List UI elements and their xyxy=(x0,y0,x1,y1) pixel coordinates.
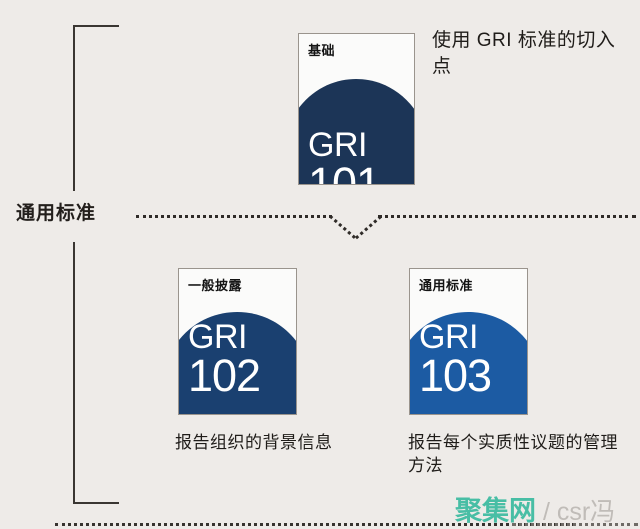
gri-card-102-code-number: 102 xyxy=(188,349,261,401)
gri-card-103[interactable]: 通用标准 GRI 103 xyxy=(409,268,528,415)
watermark: 聚集网 / csr冯 xyxy=(455,489,615,528)
gri-card-103-wave-shape xyxy=(410,312,527,414)
gri-card-103-code-prefix: GRI xyxy=(419,318,478,356)
gri-card-102-tag: 一般披露 xyxy=(188,278,243,293)
gri-card-101-code-prefix: GRI xyxy=(308,126,367,164)
gri-card-102-code-prefix: GRI xyxy=(188,318,247,356)
gri-card-102-wave-shape xyxy=(179,312,296,414)
gri-card-103-tag: 通用标准 xyxy=(419,278,474,293)
gri-card-102-code-block: GRI 102 xyxy=(179,318,296,401)
connector-vee-left xyxy=(329,215,356,239)
bracket-vertical-upper xyxy=(73,26,75,191)
gri-card-101-tag: 基础 xyxy=(308,43,336,58)
watermark-author: / csr冯 xyxy=(536,498,616,526)
gri-card-103-code-block: GRI 103 xyxy=(410,318,527,401)
caption-gri-102: 报告组织的背景信息 xyxy=(175,433,333,452)
watermark-site-name: 聚集网 xyxy=(455,496,536,526)
gri-card-101-wave-shape xyxy=(299,79,414,184)
gri-card-101[interactable]: 基础 GRI 101 xyxy=(298,33,415,185)
connector-dotted-right xyxy=(378,215,636,218)
connector-dotted-bottom xyxy=(55,523,582,526)
gri-card-101-code-block: GRI 101 xyxy=(299,126,414,185)
bracket-vertical-lower xyxy=(73,242,75,503)
gri-card-102[interactable]: 一般披露 GRI 102 xyxy=(178,268,297,415)
annotation-gri-101: 使用 GRI 标准的切入点 xyxy=(432,30,616,77)
bracket-top-tick xyxy=(73,25,119,27)
connector-dotted-left xyxy=(136,215,332,218)
gri-card-101-code-number: 101 xyxy=(308,157,381,185)
group-label-universal-standards: 通用标准 xyxy=(16,203,97,224)
connector-dotted-bottom-right xyxy=(512,523,638,526)
connector-vee-right xyxy=(355,215,382,240)
gri-card-103-code-number: 103 xyxy=(419,349,492,401)
caption-gri-103: 报告每个实质性议题的管理方法 xyxy=(408,433,618,475)
bracket-bottom-tick xyxy=(73,502,119,504)
